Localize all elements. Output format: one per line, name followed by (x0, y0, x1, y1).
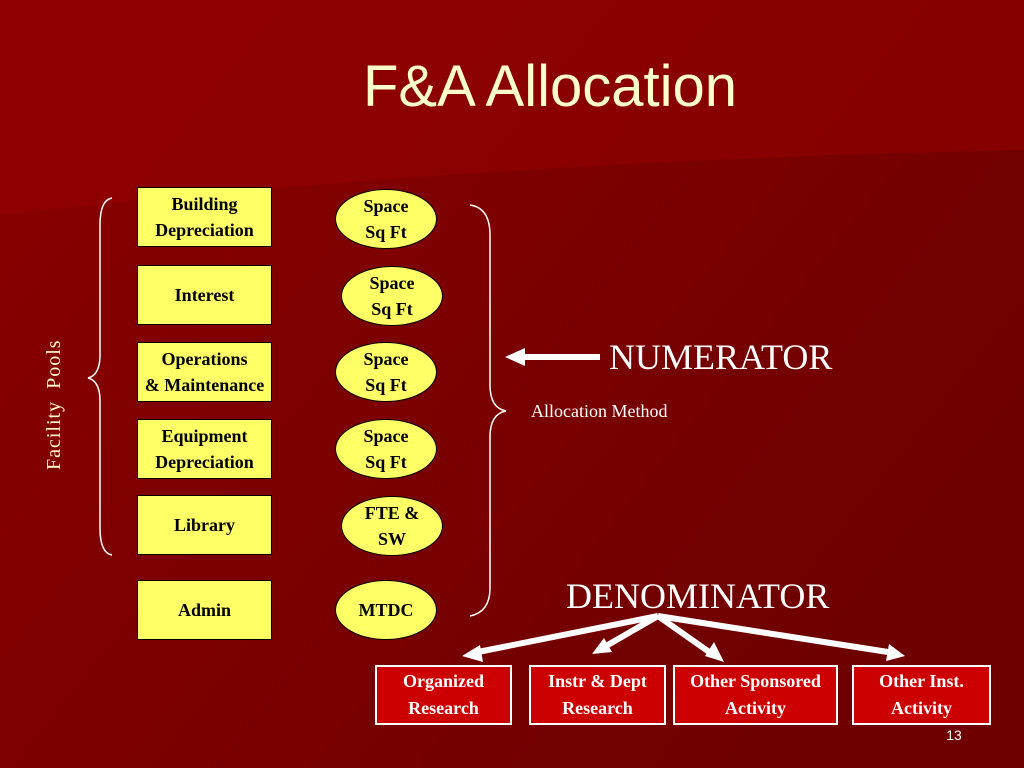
facility-pools-label: Facility Pools (43, 339, 65, 470)
pool-label: Operations & Maintenance (144, 349, 265, 395)
denominator-label: DENOMINATOR (566, 576, 830, 616)
pool-label: Library (174, 515, 235, 535)
method-oval: MTDC (335, 580, 437, 640)
target-organized-research: Organized Research (375, 665, 512, 725)
pool-admin: Admin (137, 580, 272, 640)
target-label: Other Sponsored Activity (690, 671, 821, 718)
pool-library: Library (137, 495, 272, 555)
slide-title: F&A Allocation (363, 54, 737, 119)
method-label: Space Sq Ft (363, 349, 409, 395)
method-label: MTDC (358, 600, 414, 620)
target-label: Other Inst. Activity (879, 671, 964, 718)
pool-label: Admin (177, 600, 231, 620)
method-label: FTE & SW (364, 503, 420, 549)
method-oval: Space Sq Ft (335, 342, 437, 402)
pool-label: Interest (174, 285, 235, 305)
method-oval: Space Sq Ft (335, 419, 437, 479)
pool-operations-maintenance: Operations & Maintenance (137, 342, 272, 402)
method-label: Space Sq Ft (369, 273, 415, 319)
pool-interest: Interest (137, 265, 272, 325)
target-label: Organized Research (403, 671, 484, 718)
numerator-label: NUMERATOR (609, 337, 833, 377)
method-oval: FTE & SW (341, 496, 443, 556)
pool-building-depreciation: Building Depreciation (137, 187, 272, 247)
target-other-inst-activity: Other Inst. Activity (852, 665, 991, 725)
target-label: Instr & Dept Research (548, 671, 647, 718)
target-other-sponsored-activity: Other Sponsored Activity (673, 665, 838, 725)
pool-label: Building Depreciation (155, 194, 254, 240)
page-number: 13 (946, 727, 962, 743)
pool-equipment-depreciation: Equipment Depreciation (137, 419, 272, 479)
allocation-method-label: Allocation Method (531, 401, 668, 421)
method-label: Space Sq Ft (363, 196, 409, 242)
method-label: Space Sq Ft (363, 426, 409, 472)
target-instr-dept-research: Instr & Dept Research (529, 665, 666, 725)
method-oval: Space Sq Ft (335, 189, 437, 249)
method-oval: Space Sq Ft (341, 266, 443, 326)
pool-label: Equipment Depreciation (155, 426, 254, 472)
